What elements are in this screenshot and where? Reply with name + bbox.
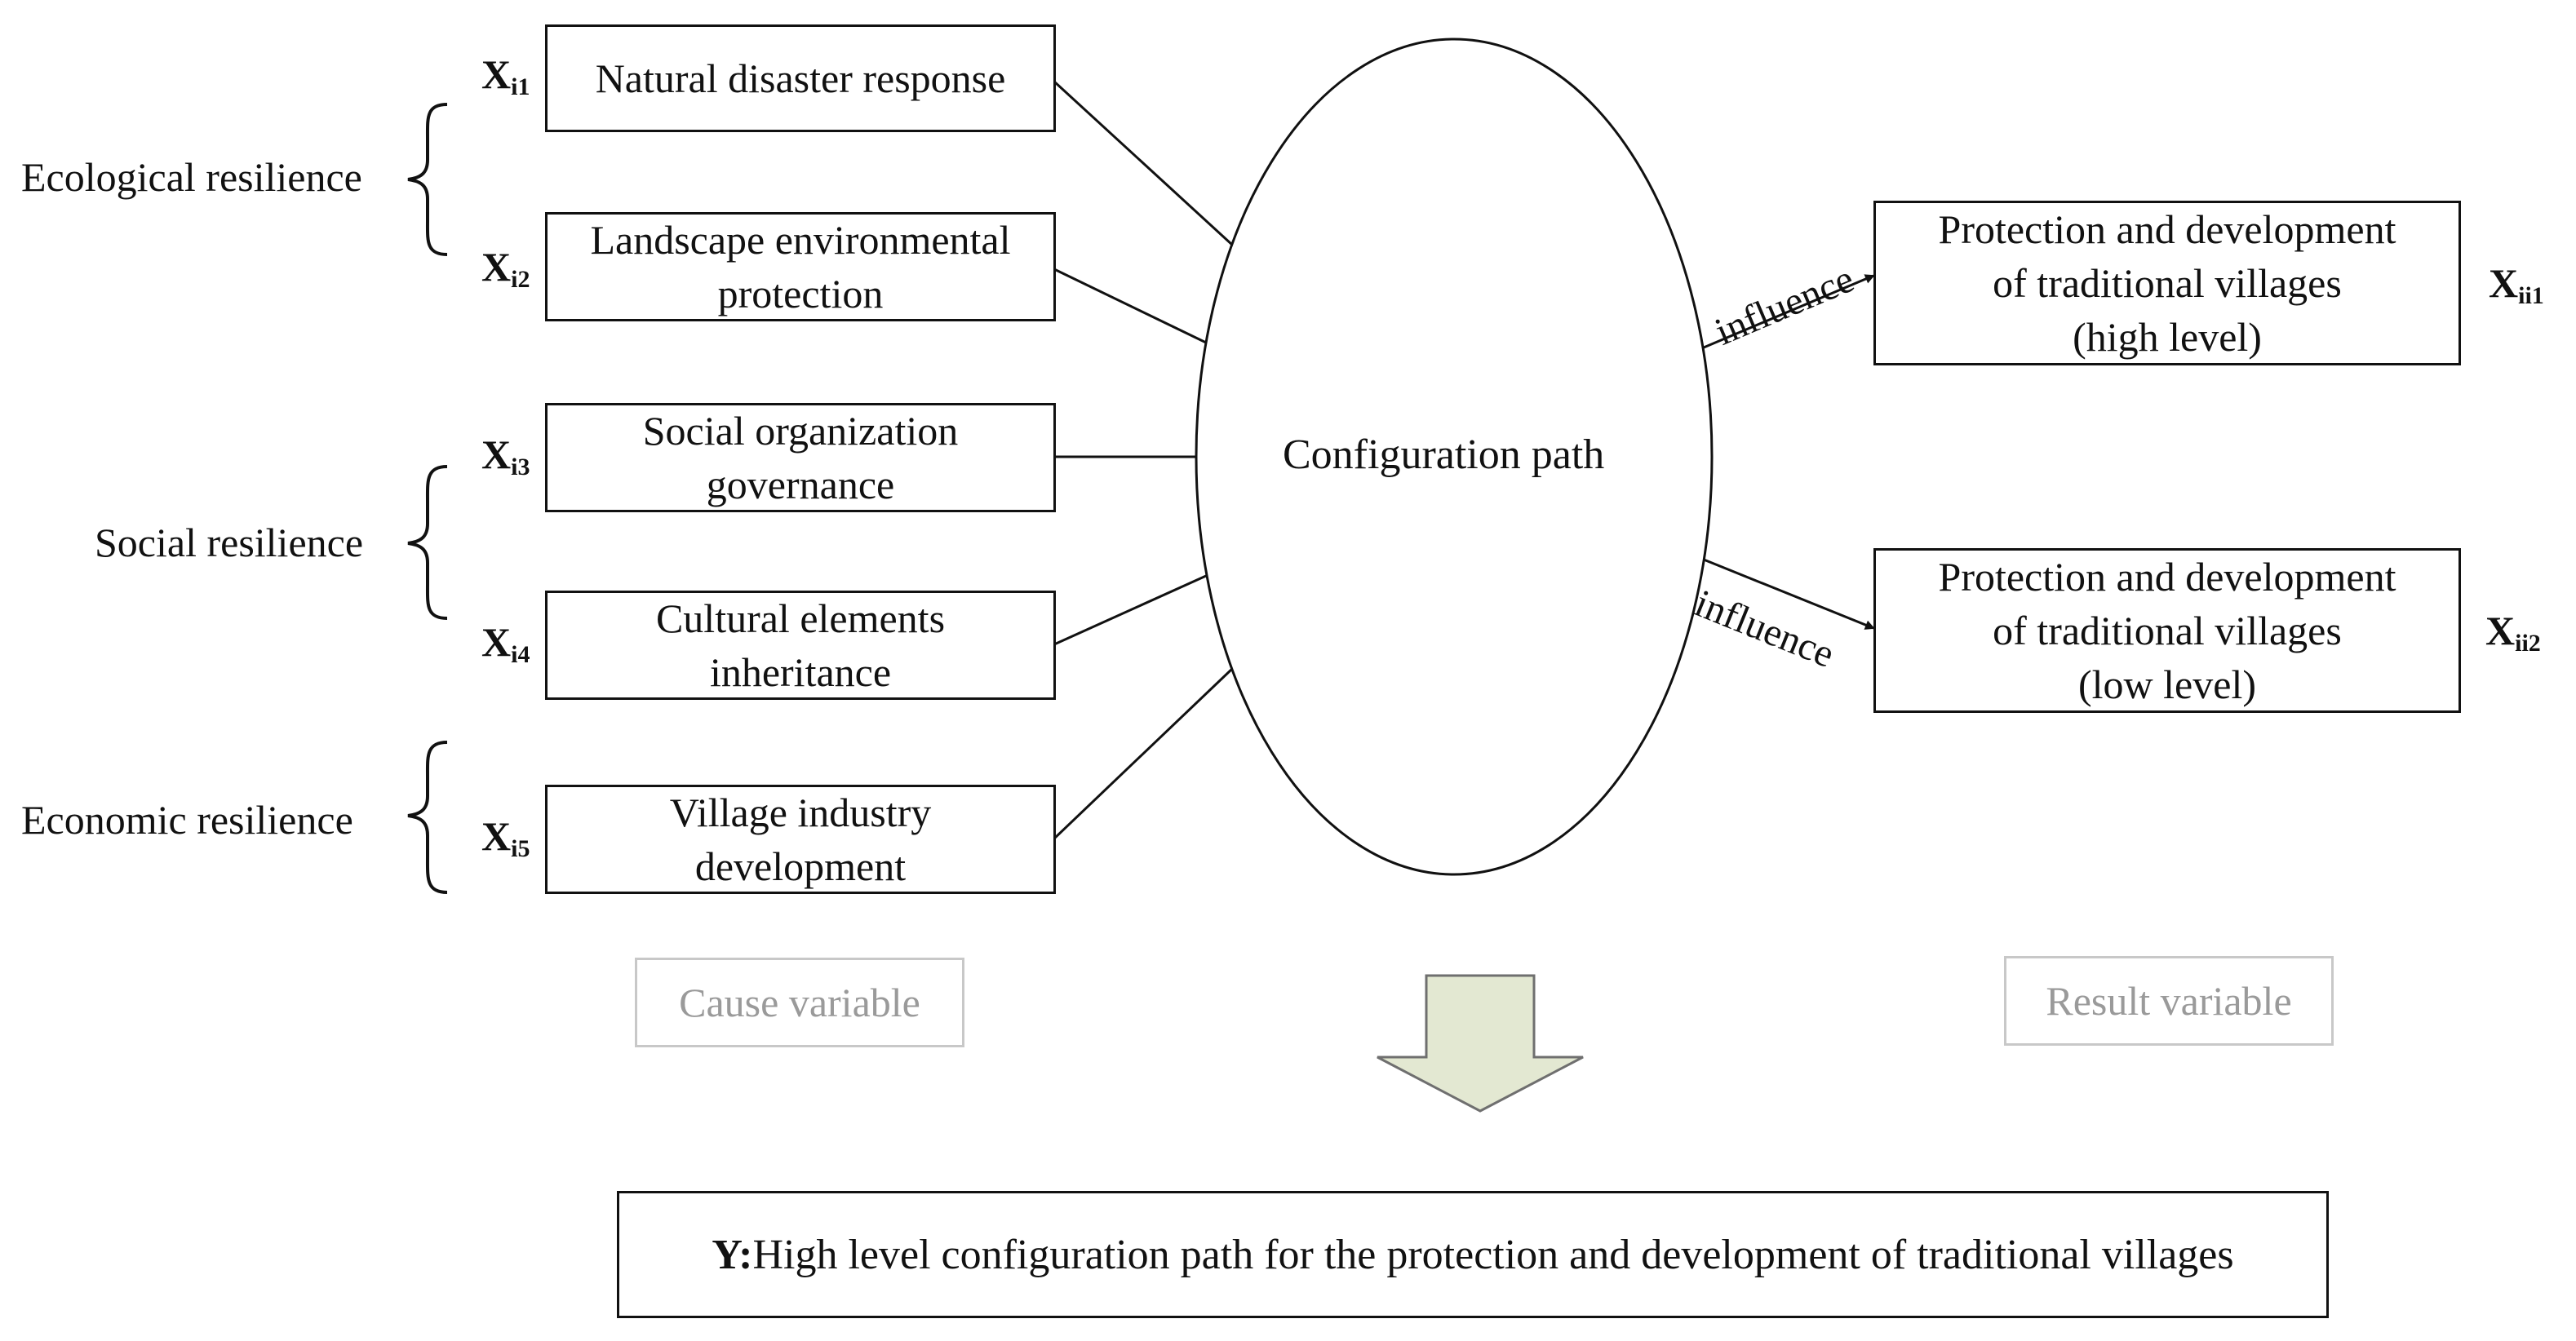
box-text-line: (high level) xyxy=(2073,314,2262,360)
outcome-prefix: Y: xyxy=(712,1231,753,1278)
down-arrow-icon xyxy=(1377,974,1584,1113)
box-text-line: Social organization xyxy=(642,408,959,454)
box-text-line: of traditional villages xyxy=(1993,608,2342,653)
variable-letter: X xyxy=(481,432,512,477)
variable-label-xi1: Xi1 xyxy=(481,51,530,101)
box-text-line: governance xyxy=(706,462,895,507)
group-label-social: Social resilience xyxy=(95,520,364,565)
box-text-line: inheritance xyxy=(709,649,892,695)
box-text-line: Cultural elements xyxy=(655,595,946,641)
variable-letter: X xyxy=(481,51,512,97)
connector-xi5 xyxy=(1053,667,1234,840)
cause-box-social-organization-governance: Social organization governance xyxy=(545,403,1056,512)
box-text-line: development xyxy=(694,843,907,889)
legend-text: Result variable xyxy=(2046,978,2292,1024)
ecological-brace xyxy=(407,103,448,256)
variable-label-xi3: Xi3 xyxy=(481,431,530,481)
variable-letter: X xyxy=(481,619,512,665)
group-label-ecological: Ecological resilience xyxy=(21,154,362,200)
variable-subscript: i2 xyxy=(511,266,530,293)
variable-subscript: i1 xyxy=(511,73,530,100)
influence-arrow-high xyxy=(1703,274,1875,349)
variable-label-xii2: Xii2 xyxy=(2485,607,2541,657)
configuration-path-oval xyxy=(1195,38,1714,876)
variable-label-xi2: Xi2 xyxy=(481,243,530,294)
cause-box-village-industry-development: Village industry development xyxy=(545,785,1056,894)
outcome-box: Y:High level configuration path for the … xyxy=(617,1191,2329,1318)
influence-arrow-low xyxy=(1703,558,1875,630)
variable-letter: X xyxy=(481,244,512,290)
variable-subscript: ii2 xyxy=(2515,630,2541,657)
connector-xi1 xyxy=(1053,80,1234,246)
economic-brace xyxy=(407,741,448,894)
cause-variable-legend: Cause variable xyxy=(635,958,964,1047)
result-box-low-level: Protection and development of traditional… xyxy=(1873,548,2461,713)
legend-text: Cause variable xyxy=(679,980,920,1025)
configuration-path-label: Configuration path xyxy=(1283,432,1605,478)
variable-letter: X xyxy=(481,813,512,859)
cause-box-cultural-elements-inheritance: Cultural elements inheritance xyxy=(545,591,1056,700)
variable-label-xi5: Xi5 xyxy=(481,812,530,863)
outcome-text: High level configuration path for the pr… xyxy=(752,1231,2234,1278)
box-text-line: Village industry xyxy=(669,790,932,835)
variable-subscript: i3 xyxy=(511,454,530,480)
variable-subscript: ii1 xyxy=(2518,282,2544,309)
box-text-line: Natural disaster response xyxy=(595,55,1006,101)
cause-box-natural-disaster-response: Natural disaster response xyxy=(545,24,1056,132)
variable-subscript: i4 xyxy=(511,641,530,668)
variable-letter: X xyxy=(2489,260,2519,306)
box-text-line: Landscape environmental xyxy=(590,217,1011,263)
box-text-line: protection xyxy=(717,271,884,316)
result-variable-legend: Result variable xyxy=(2004,956,2334,1046)
cause-box-landscape-environmental-protection: Landscape environmental protection xyxy=(545,212,1056,321)
result-box-high-level: Protection and development of traditional… xyxy=(1873,201,2461,365)
box-text-line: (low level) xyxy=(2078,662,2256,707)
variable-label-xi4: Xi4 xyxy=(481,618,530,669)
variable-label-xii1: Xii1 xyxy=(2489,259,2544,310)
box-text-line: of traditional villages xyxy=(1993,260,2342,306)
connector-xi4 xyxy=(1053,574,1207,646)
box-text-line: Protection and development xyxy=(1938,554,2396,600)
social-brace xyxy=(407,465,448,620)
box-text-line: Protection and development xyxy=(1938,206,2396,252)
connector-xi2 xyxy=(1053,268,1207,344)
variable-letter: X xyxy=(2485,608,2516,653)
group-label-economic: Economic resilience xyxy=(21,797,353,843)
variable-subscript: i5 xyxy=(511,835,530,862)
